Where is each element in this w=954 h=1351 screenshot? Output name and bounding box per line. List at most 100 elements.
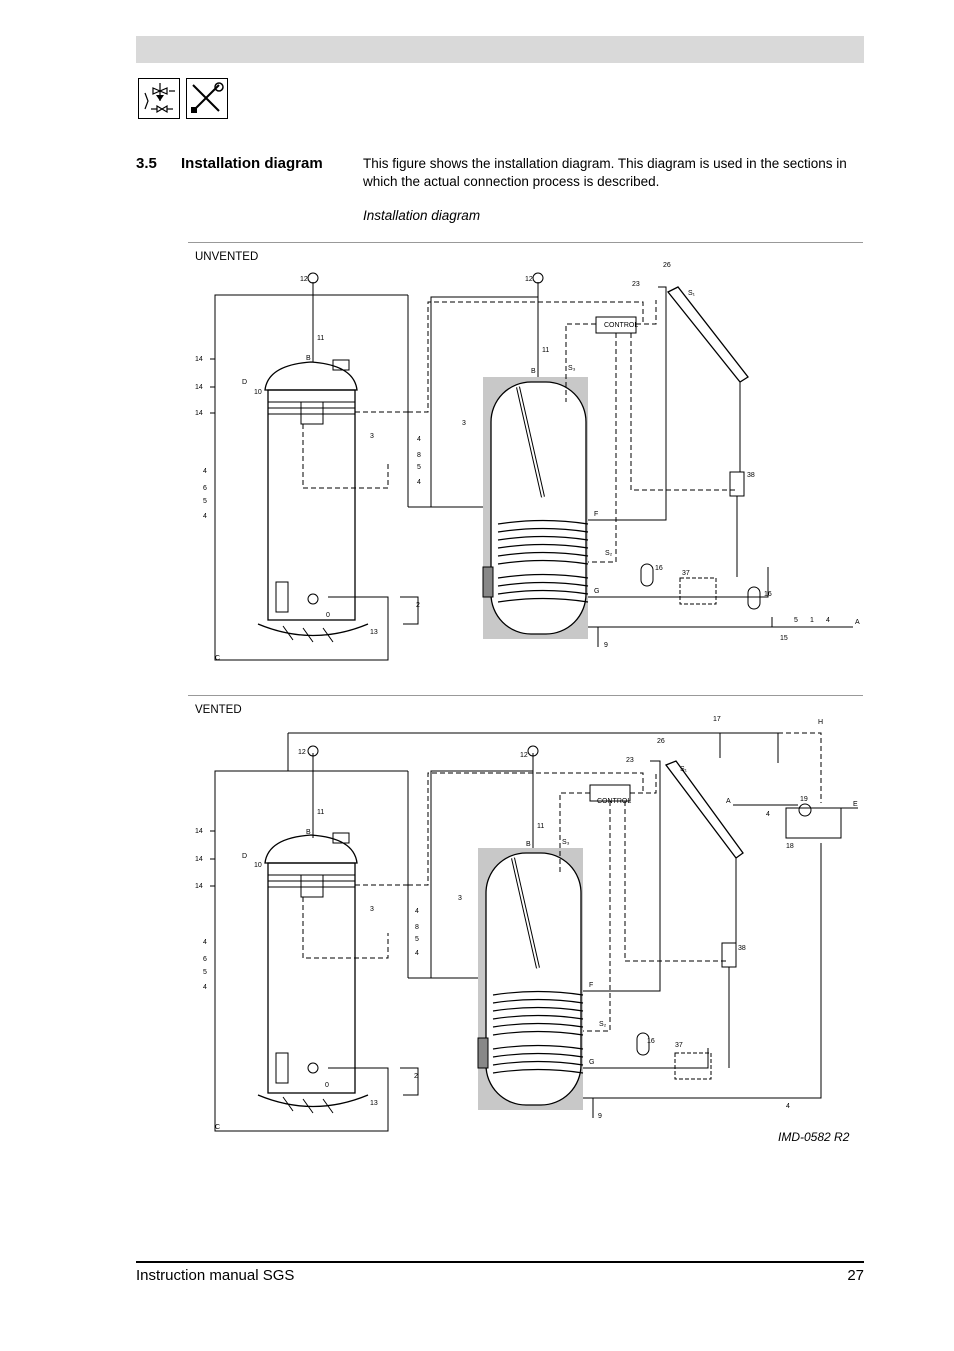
svg-text:23: 23 — [632, 281, 640, 288]
svg-text:4: 4 — [417, 436, 421, 443]
svg-text:14: 14 — [195, 856, 203, 863]
svg-text:A: A — [855, 619, 860, 626]
svg-text:3: 3 — [462, 420, 466, 427]
svg-text:4: 4 — [766, 811, 770, 818]
svg-text:E: E — [853, 801, 858, 808]
svg-text:S₃: S₃ — [568, 365, 576, 372]
svg-text:11: 11 — [537, 823, 544, 830]
svg-text:4: 4 — [826, 617, 830, 624]
footer-title: Instruction manual SGS — [136, 1267, 295, 1284]
svg-text:4: 4 — [417, 479, 421, 486]
svg-text:6: 6 — [203, 956, 207, 963]
unvented-diagram: CONTROL 12 11 10 14 14 14 4 6 5 4 3 4 8 … — [195, 262, 860, 662]
svg-text:S₁: S₁ — [688, 290, 696, 297]
svg-text:14: 14 — [195, 410, 203, 417]
svg-text:S₂: S₂ — [599, 1021, 607, 1028]
svg-text:11: 11 — [317, 335, 324, 342]
svg-text:G: G — [594, 588, 599, 595]
svg-text:16: 16 — [655, 565, 663, 572]
svg-text:5: 5 — [203, 498, 207, 505]
svg-text:14: 14 — [195, 828, 203, 835]
svg-text:9: 9 — [598, 1113, 602, 1120]
svg-text:5: 5 — [794, 617, 798, 624]
svg-text:4: 4 — [203, 984, 207, 991]
svg-text:12: 12 — [525, 276, 533, 283]
rule-middle — [188, 695, 863, 696]
svg-text:12: 12 — [520, 752, 528, 759]
svg-text:11: 11 — [542, 347, 549, 354]
svg-text:2: 2 — [416, 602, 420, 609]
svg-text:S₂: S₂ — [605, 550, 613, 557]
svg-text:D: D — [242, 379, 247, 386]
svg-text:B: B — [526, 841, 531, 848]
svg-text:4: 4 — [415, 908, 419, 915]
svg-text:C: C — [215, 1124, 220, 1131]
svg-text:F: F — [589, 982, 593, 989]
svg-text:26: 26 — [657, 738, 665, 745]
svg-text:4: 4 — [203, 468, 207, 475]
svg-text:16: 16 — [764, 591, 772, 598]
svg-text:14: 14 — [195, 384, 203, 391]
svg-text:C: C — [215, 655, 220, 662]
svg-text:10: 10 — [254, 862, 262, 869]
figure-code: IMD-0582 R2 — [778, 1130, 850, 1144]
section-number: 3.5 — [136, 155, 157, 172]
svg-text:10: 10 — [254, 389, 262, 396]
svg-text:37: 37 — [675, 1042, 683, 1049]
section-title: Installation diagram — [181, 155, 323, 172]
svg-text:S₃: S₃ — [562, 839, 570, 846]
svg-text:19: 19 — [800, 796, 808, 803]
svg-text:3: 3 — [370, 433, 374, 440]
svg-text:F: F — [594, 511, 598, 518]
svg-text:12: 12 — [300, 276, 308, 283]
control-box-vented: CONTROL — [597, 798, 631, 805]
svg-text:8: 8 — [415, 924, 419, 931]
svg-text:S₁: S₁ — [680, 766, 688, 773]
svg-text:14: 14 — [195, 883, 203, 890]
svg-text:4: 4 — [203, 939, 207, 946]
svg-text:2: 2 — [414, 1073, 418, 1080]
svg-text:13: 13 — [370, 629, 378, 636]
figure-caption: Installation diagram — [363, 208, 481, 223]
rule-top — [188, 242, 863, 243]
svg-text:26: 26 — [663, 262, 671, 269]
svg-text:14: 14 — [195, 356, 203, 363]
svg-text:6: 6 — [203, 485, 207, 492]
svg-text:4: 4 — [203, 513, 207, 520]
svg-text:B: B — [531, 368, 536, 375]
svg-text:15: 15 — [780, 635, 788, 642]
svg-text:11: 11 — [317, 809, 324, 816]
tools-icon — [186, 78, 228, 119]
vented-diagram: CONTROL 12 11 10 14 14 14 4 6 5 4 3 4 8 … — [195, 716, 858, 1132]
svg-text:13: 13 — [370, 1100, 378, 1107]
section-body: This figure shows the installation diagr… — [363, 156, 847, 189]
control-box: CONTROL — [604, 322, 638, 329]
svg-text:37: 37 — [682, 570, 690, 577]
svg-text:8: 8 — [417, 452, 421, 459]
svg-text:D: D — [242, 853, 247, 860]
svg-text:5: 5 — [203, 969, 207, 976]
svg-text:3: 3 — [370, 906, 374, 913]
svg-text:B: B — [306, 355, 311, 362]
svg-text:1: 1 — [810, 617, 814, 624]
svg-text:0: 0 — [326, 612, 330, 619]
svg-text:G: G — [589, 1059, 594, 1066]
svg-text:0: 0 — [325, 1082, 329, 1089]
header-bar — [136, 36, 864, 63]
svg-text:38: 38 — [738, 945, 746, 952]
svg-text:38: 38 — [747, 472, 755, 479]
svg-text:3: 3 — [458, 895, 462, 902]
svg-text:5: 5 — [417, 464, 421, 471]
svg-text:18: 18 — [786, 843, 794, 850]
svg-text:B: B — [306, 829, 311, 836]
svg-text:17: 17 — [713, 716, 721, 723]
svg-text:16: 16 — [647, 1038, 655, 1045]
svg-text:23: 23 — [626, 757, 634, 764]
vented-label: VENTED — [195, 704, 242, 716]
svg-text:4: 4 — [786, 1103, 790, 1110]
svg-text:A: A — [726, 798, 731, 805]
svg-text:4: 4 — [415, 950, 419, 957]
svg-text:12: 12 — [298, 749, 306, 756]
footer-rule — [136, 1261, 864, 1263]
unvented-label: UNVENTED — [195, 251, 259, 263]
